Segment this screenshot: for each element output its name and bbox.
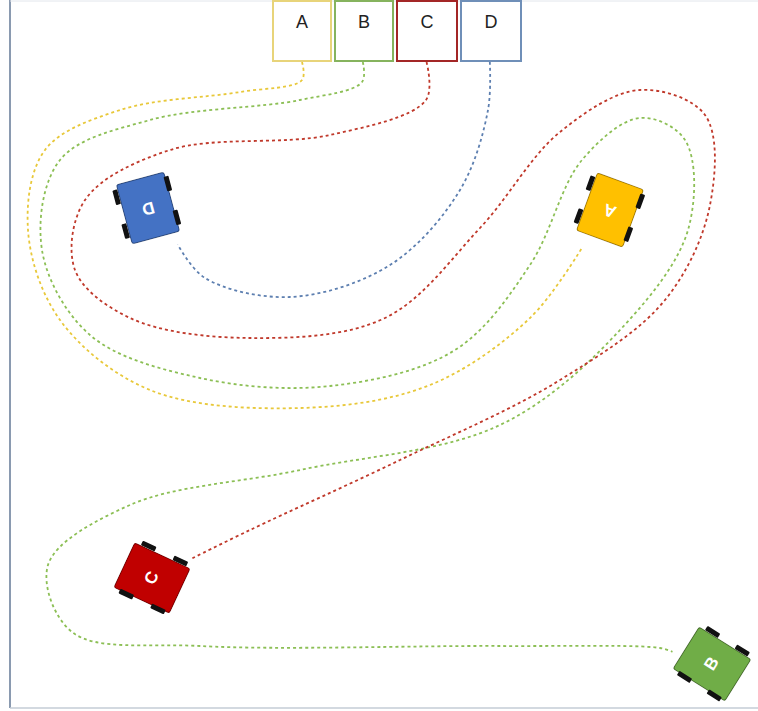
start-label: B <box>358 12 370 33</box>
car-label: C <box>140 568 163 588</box>
start-box: C <box>396 0 458 62</box>
start-label: C <box>421 12 434 33</box>
dashed-route <box>28 62 583 408</box>
car-wheel <box>173 555 189 566</box>
field-border <box>9 0 11 708</box>
car-wheel <box>705 626 720 638</box>
car-label: B <box>700 653 723 674</box>
car-wheel <box>635 193 645 209</box>
car-wheel <box>586 175 596 191</box>
car-wheel <box>150 603 166 614</box>
car-wheel <box>112 189 121 205</box>
car-node: D <box>116 172 180 245</box>
car-node: C <box>113 542 190 614</box>
car-wheel <box>735 644 750 656</box>
car-wheel <box>677 671 692 683</box>
field-border <box>10 707 758 709</box>
car-wheel <box>163 176 172 192</box>
car-wheel <box>118 589 134 600</box>
car-label: A <box>601 199 619 222</box>
car-node: B <box>672 626 751 701</box>
start-box: A <box>272 0 332 62</box>
car-node: A <box>576 172 644 247</box>
car-wheel <box>574 208 584 224</box>
dashed-route <box>72 62 715 559</box>
dashed-route <box>178 62 491 297</box>
car-wheel <box>173 209 182 225</box>
car-label: D <box>139 197 156 219</box>
start-label: D <box>485 12 498 33</box>
car-wheel <box>623 226 633 242</box>
car-wheel <box>706 689 721 701</box>
start-box: D <box>460 0 522 62</box>
start-label: A <box>296 12 308 33</box>
car-wheel <box>121 223 130 239</box>
start-box: B <box>334 0 394 62</box>
car-wheel <box>141 541 157 552</box>
